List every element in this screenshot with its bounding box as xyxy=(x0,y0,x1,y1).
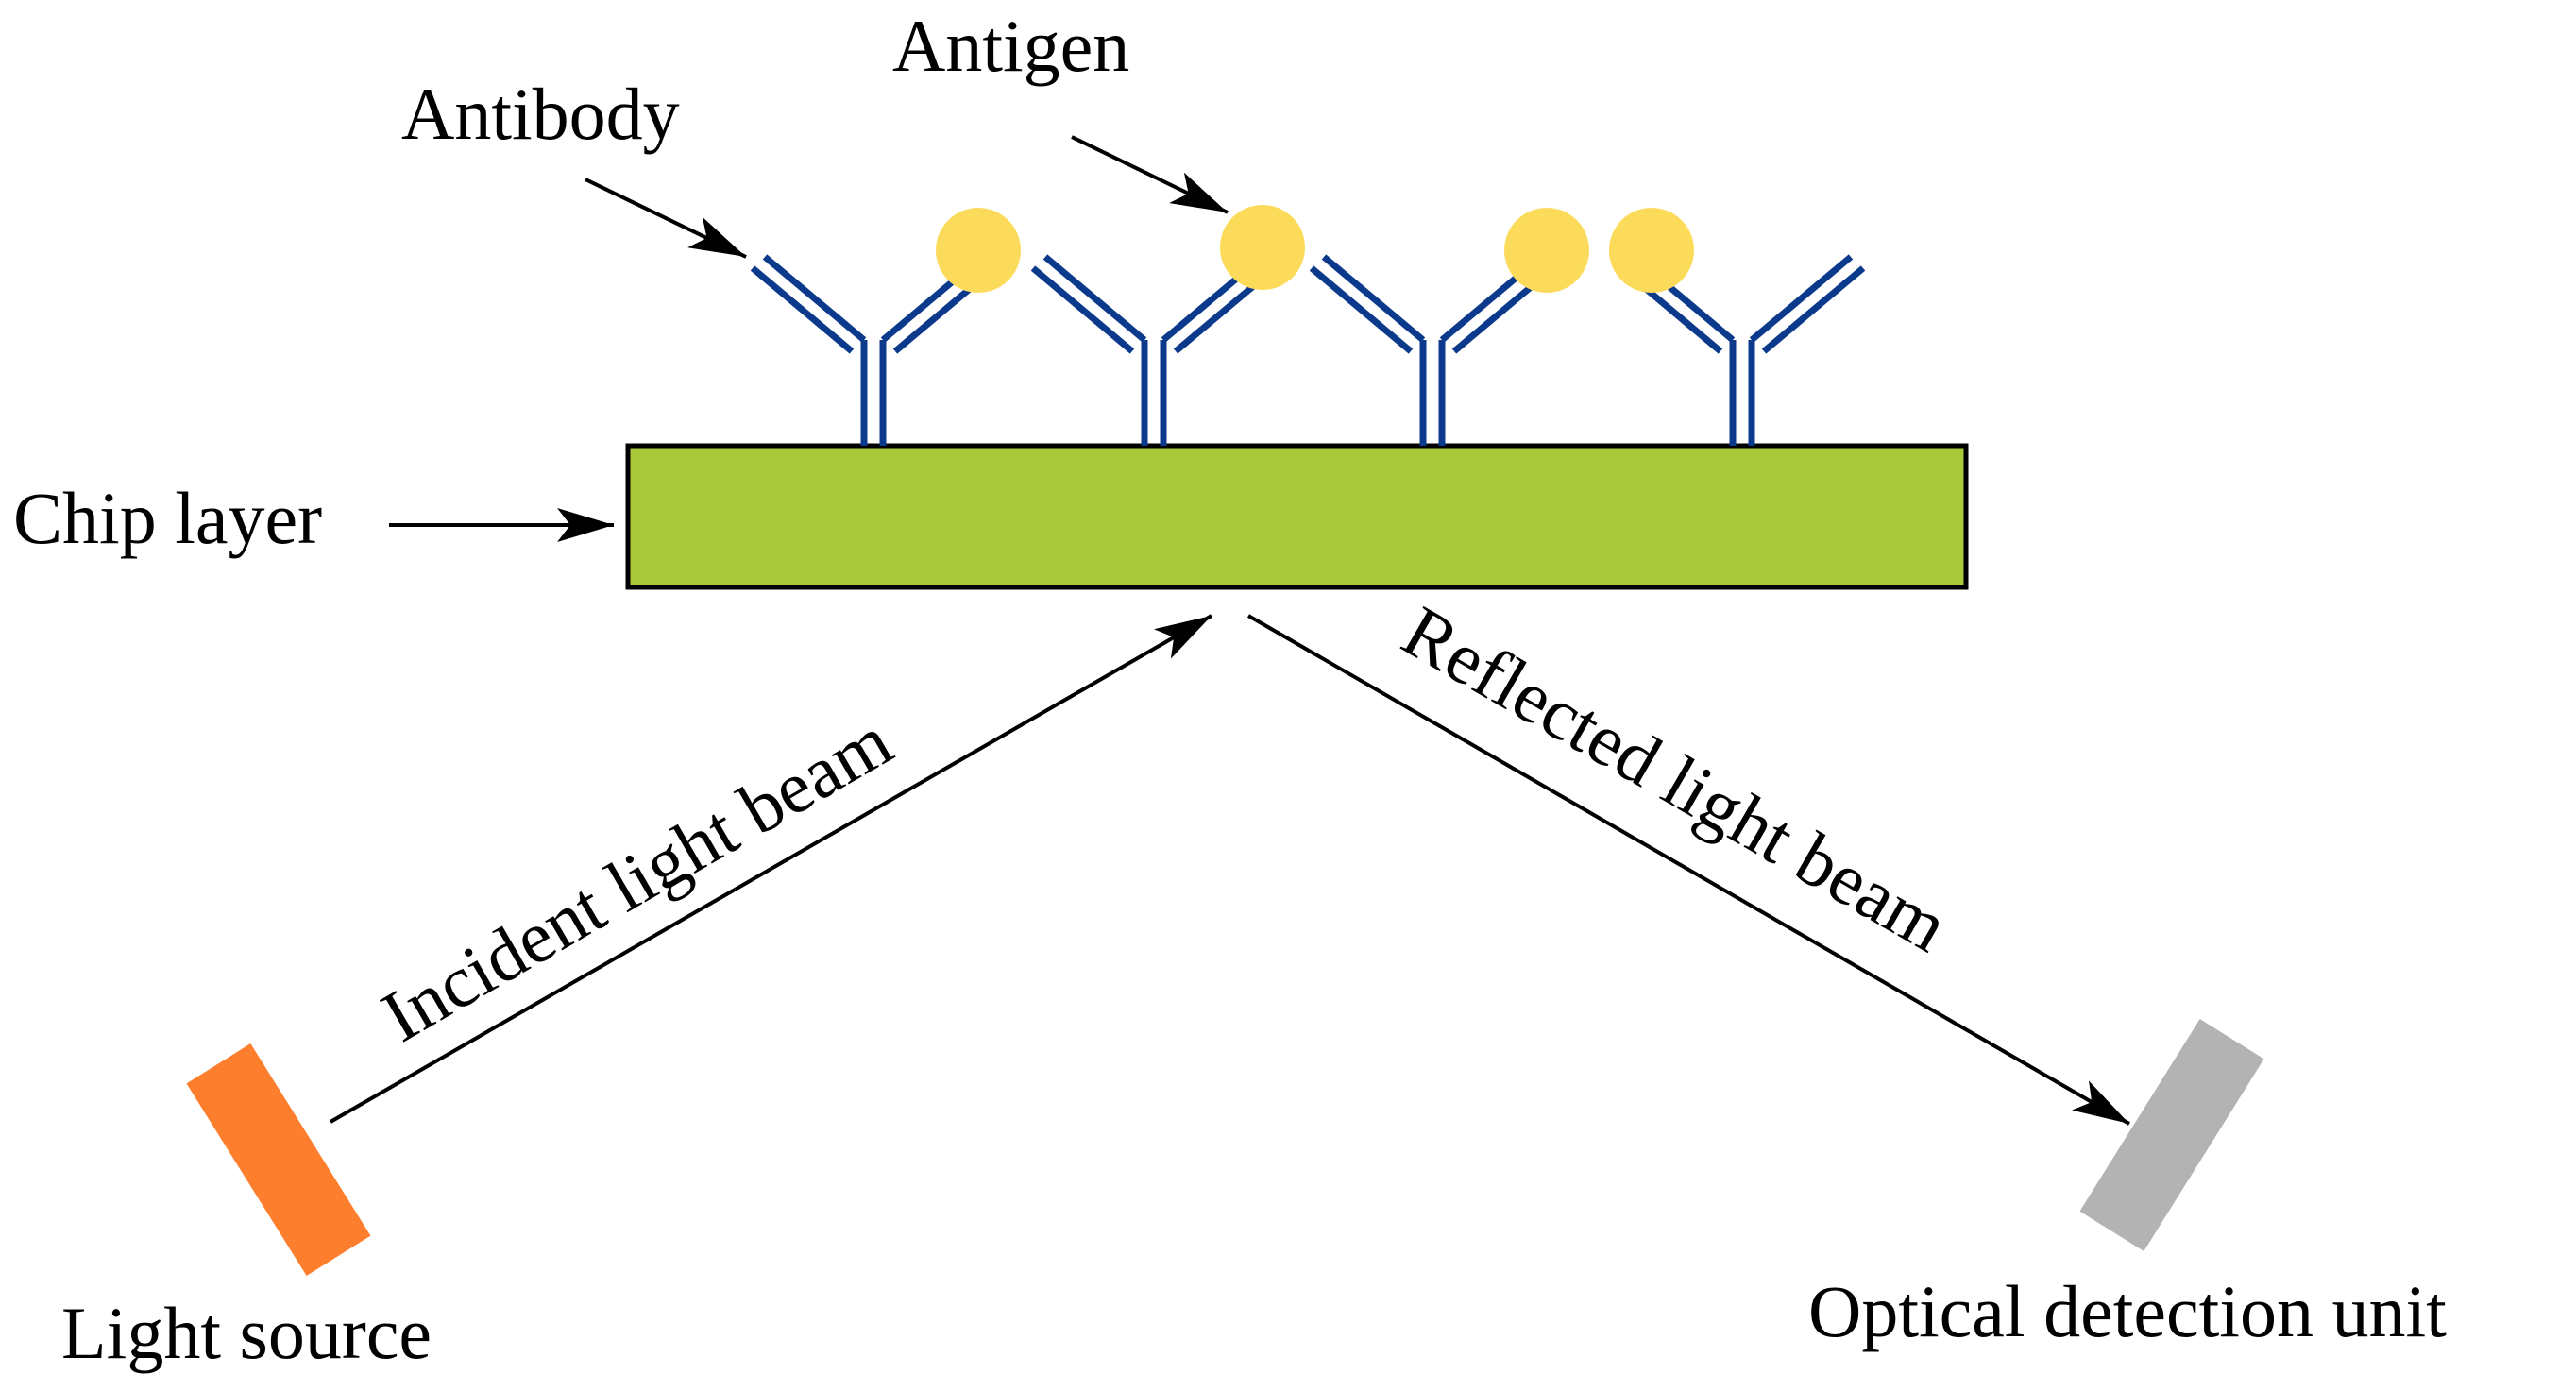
antibody-icon-3 xyxy=(1309,254,1556,446)
incident-beam-arrow xyxy=(330,614,1212,1124)
antibody-label: Antibody xyxy=(401,73,680,155)
reflected-beam-label: Reflected light beam xyxy=(1390,589,1962,967)
chip-layer xyxy=(625,443,1969,590)
antigen-icon-3 xyxy=(1504,208,1589,293)
chip-layer-label: Chip layer xyxy=(13,477,322,559)
antibody-icon-2 xyxy=(1030,254,1278,446)
antigen-icon-2 xyxy=(1220,205,1305,290)
light-source-icon xyxy=(186,1043,371,1276)
antigen-pointer-arrow xyxy=(1071,135,1229,214)
antibody-icon-1 xyxy=(750,254,997,446)
light-source-label: Light source xyxy=(61,1292,432,1374)
antibody-pointer-arrow xyxy=(585,178,747,259)
incident-beam-label: Incident light beam xyxy=(368,699,905,1057)
detector-icon xyxy=(2079,1019,2264,1251)
antigen-label: Antigen xyxy=(892,5,1129,87)
antigen-icon-1 xyxy=(936,208,1021,293)
antigen-icon-4 xyxy=(1609,208,1694,293)
detector-label: Optical detection unit xyxy=(1808,1270,2447,1352)
reflected-beam-arrow xyxy=(1247,614,2130,1126)
